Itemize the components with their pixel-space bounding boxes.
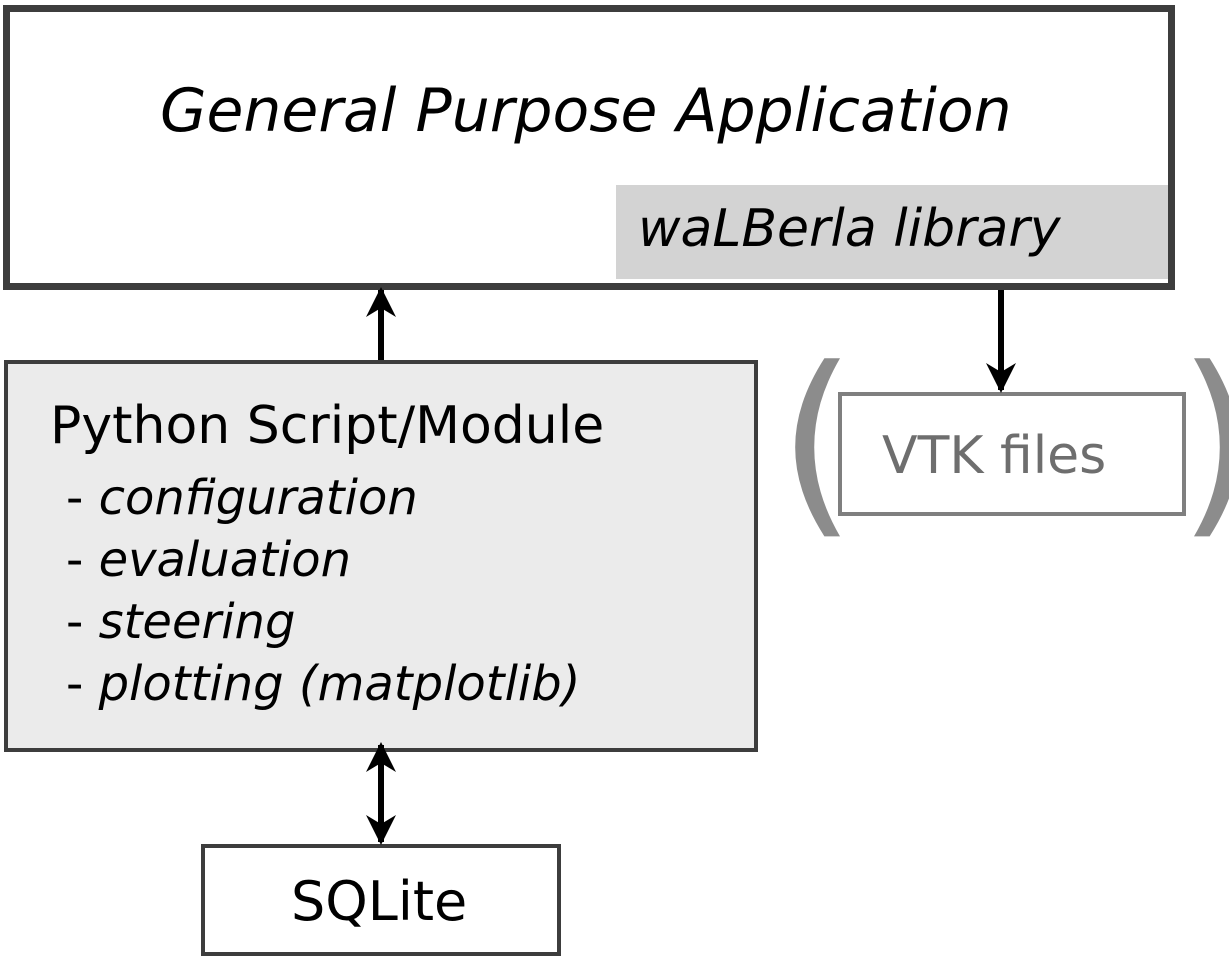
application-box: General Purpose Application	[3, 5, 1175, 290]
library-box: waLBerla library	[616, 185, 1168, 279]
application-title: General Purpose Application	[160, 76, 1012, 146]
python-module-box: Python Script/Module - configuration - e…	[4, 360, 758, 752]
python-item-steering: - steering	[66, 594, 296, 650]
library-label: waLBerla library	[638, 199, 1061, 259]
vtk-files-label: VTK files	[882, 426, 1107, 486]
python-item-configuration: - configuration	[66, 470, 418, 526]
python-module-title: Python Script/Module	[50, 396, 605, 456]
python-item-evaluation: - evaluation	[66, 532, 352, 588]
python-item-plotting: - plotting (matplotlib)	[66, 656, 581, 712]
vtk-files-box: VTK files	[838, 392, 1186, 516]
sqlite-label: SQLite	[291, 870, 468, 933]
sqlite-box: SQLite	[201, 844, 561, 956]
